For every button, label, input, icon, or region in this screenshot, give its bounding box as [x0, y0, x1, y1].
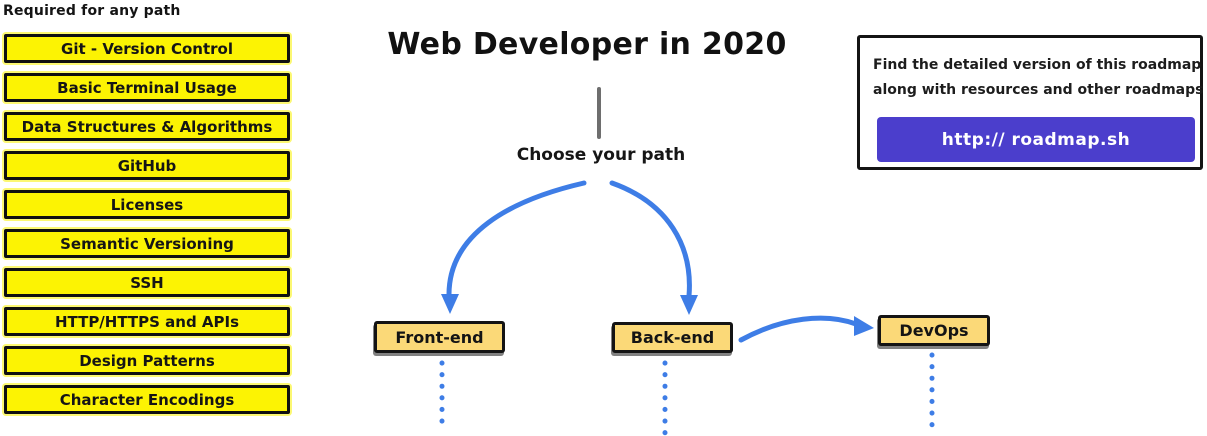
- required-list: Git - Version Control Basic Terminal Usa…: [4, 34, 290, 414]
- required-item-git[interactable]: Git - Version Control: [4, 34, 290, 63]
- path-node-devops[interactable]: DevOps: [878, 315, 990, 346]
- required-item-ssh[interactable]: SSH: [4, 268, 290, 297]
- required-item-data-structures[interactable]: Data Structures & Algorithms: [4, 112, 290, 141]
- page-title: Web Developer in 2020: [387, 27, 787, 62]
- required-item-encodings[interactable]: Character Encodings: [4, 385, 290, 414]
- path-node-back-end[interactable]: Back-end: [612, 322, 733, 353]
- required-item-github[interactable]: GitHub: [4, 151, 290, 180]
- required-item-terminal[interactable]: Basic Terminal Usage: [4, 73, 290, 102]
- arrow-to-devops: [738, 315, 859, 343]
- required-item-design-patterns[interactable]: Design Patterns: [4, 346, 290, 375]
- choose-path-label: Choose your path: [516, 145, 686, 165]
- info-line-1: Find the detailed version of this roadma…: [873, 57, 1202, 73]
- arrow-to-back-end: [609, 180, 692, 299]
- required-item-http[interactable]: HTTP/HTTPS and APIs: [4, 307, 290, 336]
- arrow-to-front-end: [446, 180, 587, 299]
- path-node-front-end[interactable]: Front-end: [374, 321, 505, 353]
- info-box: Find the detailed version of this roadma…: [857, 35, 1203, 170]
- required-heading: Required for any path: [3, 3, 181, 19]
- info-line-2: along with resources and other roadmaps: [873, 82, 1204, 98]
- required-item-semver[interactable]: Semantic Versioning: [4, 229, 290, 258]
- required-item-licenses[interactable]: Licenses: [4, 190, 290, 219]
- arrowhead-devops: [854, 316, 874, 336]
- arrowhead-front-end: [441, 294, 459, 314]
- roadmap-url-button[interactable]: http:// roadmap.sh: [877, 117, 1195, 162]
- arrowhead-back-end: [680, 295, 698, 315]
